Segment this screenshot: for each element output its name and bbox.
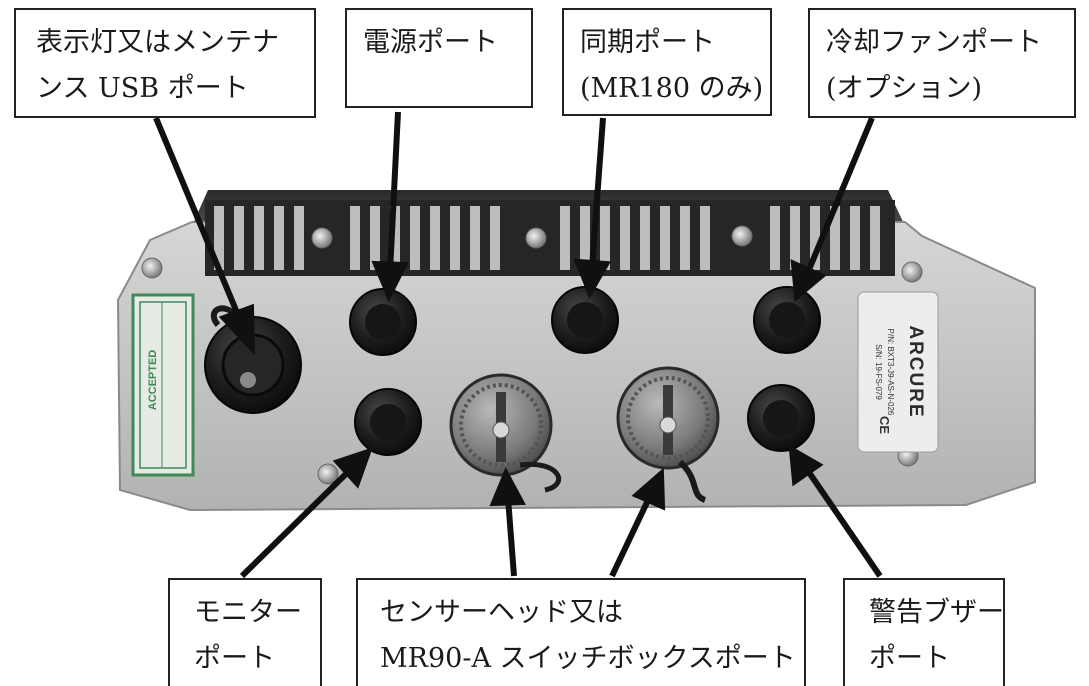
callout-text-line: ポート — [869, 643, 950, 674]
sensor-port-left — [449, 373, 562, 493]
ce-mark: CE — [877, 416, 892, 434]
arrow-monitor-head — [332, 447, 373, 489]
sticker-accepted-text: ACCEPTED — [147, 350, 159, 411]
callout-text-line: モニター — [194, 597, 302, 628]
cooling-fan-port-callout: 冷却ファンポート (オプション) — [808, 8, 1076, 118]
arrow-sensor-right — [609, 494, 653, 578]
callout-text-line: MR90-A スイッチボックスポート — [380, 643, 796, 674]
callout-text-line: (オプション) — [826, 73, 983, 104]
arrow-indicator-usb-head — [218, 303, 256, 356]
arrow-fan — [805, 116, 875, 274]
fan-port — [753, 286, 821, 354]
sync-port-callout: 同期ポート (MR180 のみ) — [562, 8, 772, 116]
power-port-callout: 電源ポート — [345, 8, 533, 108]
callout-arrows — [153, 111, 883, 579]
callout-text-line: センサーヘッド又は — [380, 597, 623, 628]
sensor-port-right — [616, 366, 720, 503]
brand-logo: ARCURE — [905, 325, 926, 418]
accepted-sticker — [131, 293, 195, 477]
sync-port — [551, 286, 619, 354]
device-nameplate — [857, 291, 939, 453]
callout-text-line: 表示灯又はメンテナ — [36, 27, 279, 58]
arrow-power-head — [371, 260, 409, 303]
arrow-buzzer — [803, 466, 883, 578]
arrow-sensor-right-head — [631, 467, 666, 511]
nameplate-part-number: P/N: BXT3-J9-AS-N-026 — [886, 329, 895, 416]
callout-text-line: 電源ポート — [363, 27, 498, 58]
callout-text-line: 冷却ファンポート — [826, 27, 1042, 58]
power-port — [349, 288, 417, 356]
callout-text-line: (MR180 のみ) — [580, 73, 764, 104]
arrow-fan-head — [790, 259, 827, 302]
arrow-buzzer-head — [788, 444, 824, 487]
arrow-indicator-usb — [153, 116, 241, 317]
buzzer-port — [747, 384, 815, 452]
callout-text-line: 警告ブザー — [869, 597, 1004, 628]
arrow-sync — [589, 117, 606, 269]
arrow-sensor-left-head — [489, 466, 526, 507]
indicator-usb-port-callout: 表示灯又はメンテナ ンス USB ポート — [14, 8, 316, 118]
sensor-head-port-callout: センサーヘッド又は MR90-A スイッチボックスポート — [356, 578, 806, 686]
warning-buzzer-port-callout: 警告ブザー ポート — [843, 578, 1005, 686]
arrow-power — [387, 111, 401, 273]
heatsink-fins — [214, 206, 880, 270]
callout-text-line: ンス USB ポート — [36, 73, 249, 104]
arrow-sync-head — [573, 258, 611, 299]
arrow-sensor-left — [505, 497, 517, 577]
nameplate-serial-number: S/N: 19-FS-079 — [874, 344, 883, 400]
monitor-port — [354, 388, 422, 456]
callout-text-line: ポート — [194, 643, 275, 674]
monitor-port-callout: モニター ポート — [168, 578, 322, 686]
arrow-monitor — [239, 467, 353, 579]
callout-text-line: 同期ポート — [580, 27, 715, 58]
